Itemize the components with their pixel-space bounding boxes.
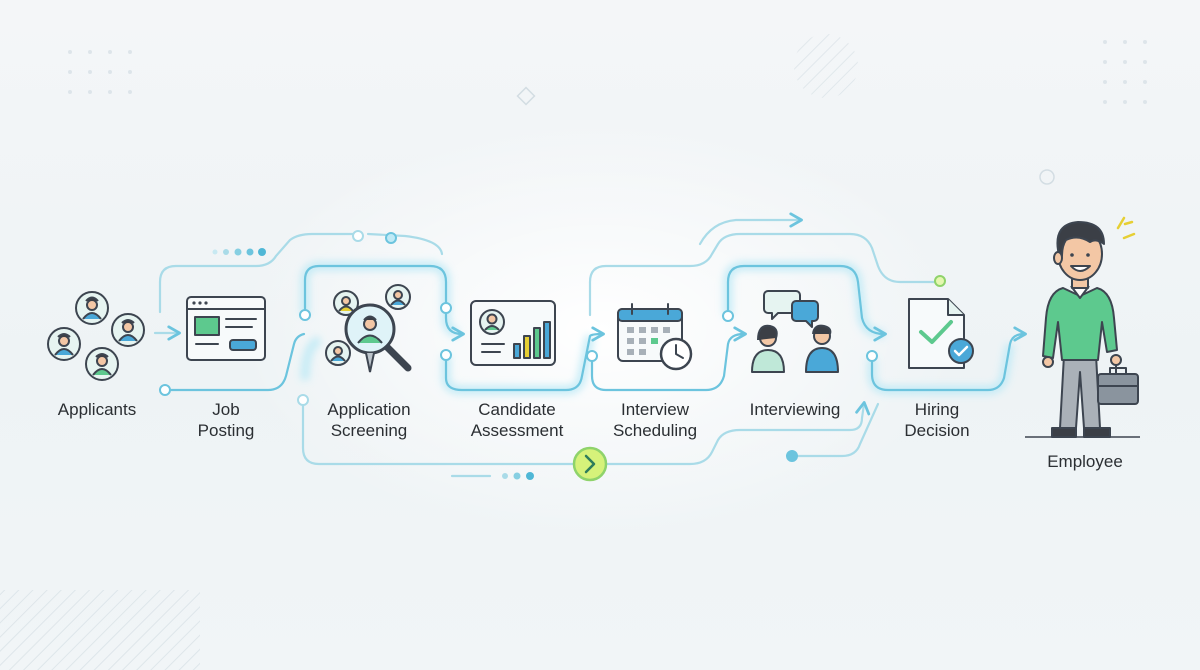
flow-node (786, 450, 798, 462)
dot-grid-left (68, 50, 132, 94)
flow-nodes (159, 230, 946, 462)
stage-label-candidate-assessment: Candidate Assessment (470, 400, 564, 440)
flow-line (366, 232, 444, 256)
flow-line (602, 401, 871, 466)
flow-line (444, 326, 605, 392)
magnifier-screening-icon (325, 284, 412, 373)
diamond-decoration (516, 86, 536, 106)
stage-label-applicants: Applicants (57, 400, 137, 419)
chevron-right-icon (584, 454, 596, 474)
flow-line (698, 212, 803, 246)
hatched-circle-decoration (794, 34, 858, 98)
flow-node (934, 275, 946, 287)
calendar-clock-icon (617, 303, 693, 371)
flow-node (352, 230, 364, 242)
assessment-profile-chart-icon (470, 300, 556, 366)
flow-node (586, 350, 598, 362)
stage-label-job-posting: Job Posting (197, 400, 255, 440)
flow-line (158, 232, 358, 314)
dot-grid-right (1103, 40, 1147, 104)
flow-node (440, 302, 452, 314)
stage-label-application-screening: Application Screening (327, 400, 411, 440)
flow-line (303, 264, 465, 342)
flow-lines (153, 212, 1027, 478)
flow-node (159, 384, 171, 396)
background-decorations (0, 34, 1147, 670)
employee-with-briefcase-icon (1025, 216, 1140, 438)
job-posting-browser-icon (186, 296, 266, 361)
flow-line (301, 398, 578, 466)
flow-node (440, 349, 452, 361)
flow-line (163, 332, 306, 392)
ring-decoration (1039, 169, 1055, 185)
flow-line (590, 326, 747, 392)
flow-node (722, 310, 734, 322)
next-chevron-button[interactable] (572, 446, 608, 482)
progress-dots-bottom (502, 472, 534, 480)
flow-line (790, 402, 880, 458)
flow-node (297, 394, 309, 406)
flow-line (726, 264, 887, 342)
stage-label-interviewing: Interviewing (749, 400, 841, 419)
flow-node (866, 350, 878, 362)
applicants-group-icon (47, 291, 145, 381)
flow-node (385, 232, 397, 244)
flow-node (299, 309, 311, 321)
document-check-icon (908, 298, 974, 369)
stage-label-employee: Employee (1047, 452, 1123, 471)
stage-label-hiring-decision: Hiring Decision (904, 400, 970, 440)
hatched-corner-decoration (0, 590, 200, 670)
interview-chat-people-icon (751, 290, 839, 373)
flow-line (588, 232, 942, 317)
stage-label-interview-scheduling: Interview Scheduling (612, 400, 698, 440)
flow-line (870, 326, 1027, 392)
progress-dots-top (212, 248, 266, 256)
